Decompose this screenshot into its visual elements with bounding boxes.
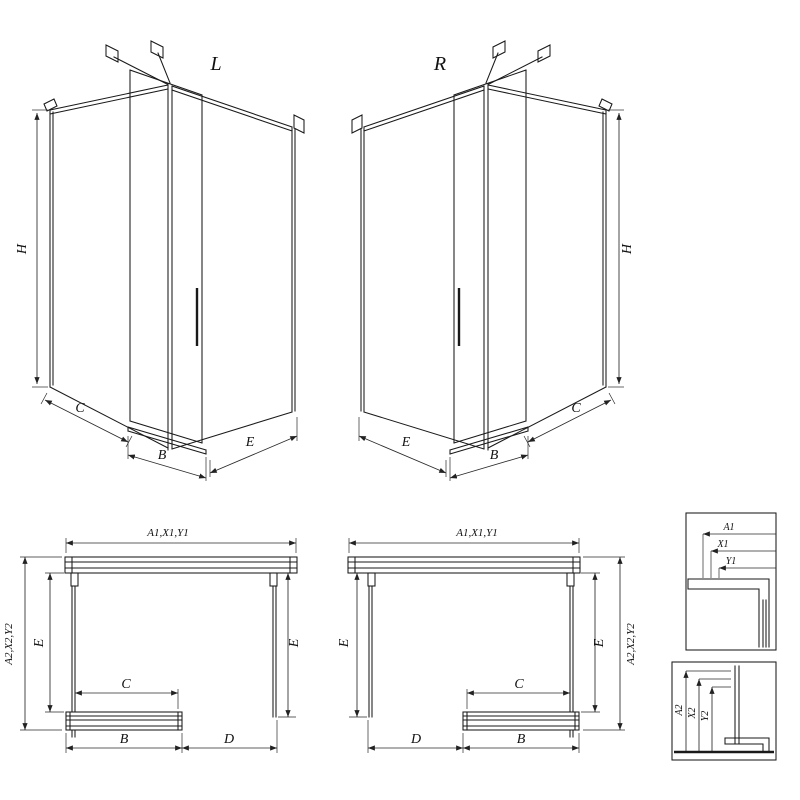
dim-label-door: B — [158, 448, 167, 463]
detail-label-a2: A2 — [674, 704, 685, 716]
dim-label-depth-left: E — [32, 638, 47, 648]
detail-label-y1: Y1 — [726, 556, 737, 567]
iso-left-geometry — [32, 40, 305, 481]
variant-label-right: R — [433, 53, 446, 75]
dim-label-door: B — [490, 448, 499, 463]
dim-label-height: H — [620, 243, 635, 255]
detail-label-x2: X2 — [687, 707, 698, 719]
plan-left-geometry — [20, 538, 298, 753]
detail-label-y2: Y2 — [700, 711, 711, 722]
dim-label-door-overlap: C — [514, 677, 524, 692]
profile-detail-bottom: A2 X2 Y2 — [671, 661, 777, 761]
dim-label-door-width: B — [517, 732, 526, 747]
iso-view-right: R H C B E — [351, 40, 635, 481]
plan-view-right: A1,X1,Y1 A2,X2,Y2 E E C B D — [337, 527, 637, 753]
detail-top-geometry — [685, 512, 777, 651]
dim-label-depth-left: E — [337, 638, 352, 648]
dim-label-depth-right: E — [592, 638, 607, 648]
iso-left-dimensions — [32, 109, 298, 481]
dim-label-entry-width: D — [223, 732, 234, 747]
dim-label-height: H — [15, 243, 30, 255]
dim-label-entry-width: D — [410, 732, 421, 747]
variant-label-left: L — [209, 53, 221, 75]
dim-label-depth-outer: A2,X2,Y2 — [3, 623, 15, 666]
iso-view-left: L H C B E — [15, 40, 305, 481]
dim-label-top-width: A1,X1,Y1 — [146, 527, 189, 539]
plan-right-dimensions — [348, 538, 625, 753]
dim-label-front: E — [245, 435, 255, 450]
dim-label-depth-outer: A2,X2,Y2 — [625, 623, 637, 666]
dim-label-top-width: A1,X1,Y1 — [455, 527, 498, 539]
detail-bottom-geometry — [671, 661, 777, 761]
dim-label-side: C — [571, 401, 581, 416]
profile-detail-top: A1 X1 Y1 — [685, 512, 777, 651]
dim-label-door-overlap: C — [121, 677, 131, 692]
iso-right-geometry — [351, 40, 624, 481]
iso-right-dimensions — [358, 109, 624, 481]
dim-label-side: C — [75, 401, 85, 416]
dim-label-door-width: B — [120, 732, 129, 747]
plan-right-geometry — [347, 538, 625, 753]
detail-label-x1: X1 — [716, 539, 728, 550]
dim-label-depth-right: E — [287, 638, 302, 648]
plan-left-dimensions — [20, 538, 297, 753]
dim-label-front: E — [401, 435, 411, 450]
sliding-door-plan — [65, 711, 183, 731]
plan-view-left: A1,X1,Y1 A2,X2,Y2 E E C B D — [3, 527, 302, 753]
sliding-door-plan — [462, 711, 580, 731]
sliding-door — [449, 69, 529, 455]
detail-label-a1: A1 — [722, 522, 734, 533]
sliding-door — [127, 69, 207, 455]
